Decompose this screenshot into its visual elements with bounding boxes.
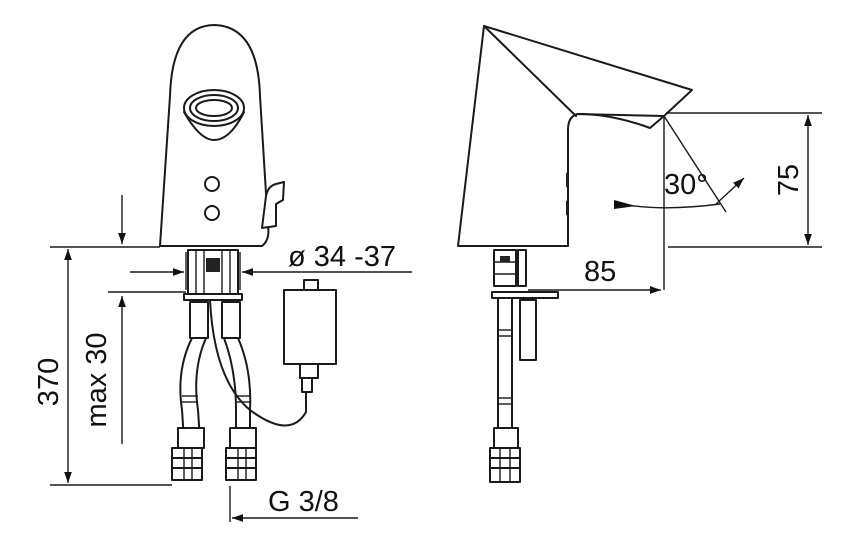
sensor-hole-top bbox=[204, 176, 220, 192]
front-view bbox=[159, 24, 337, 481]
side-dimensions: 85 75 30° bbox=[528, 112, 822, 294]
mounting-plate bbox=[183, 293, 243, 301]
fitting-left bbox=[171, 427, 205, 481]
dim-diameter: ø 34 -37 bbox=[288, 241, 396, 273]
side-plate bbox=[491, 291, 559, 299]
front-body bbox=[159, 24, 270, 247]
dim-spout-75: 75 bbox=[773, 164, 805, 196]
sensor-cable bbox=[209, 299, 307, 427]
side-lever bbox=[261, 181, 285, 229]
dim-reach-85: 85 bbox=[584, 256, 616, 288]
control-box bbox=[283, 289, 337, 365]
dim-angle-30: 30° bbox=[664, 169, 708, 201]
fitting-right bbox=[225, 427, 257, 481]
spout-outlet bbox=[183, 89, 245, 127]
front-dimensions: 370 max 30 ø 34 -37 G 3/8 bbox=[33, 195, 412, 522]
dim-max-30: max 30 bbox=[81, 332, 113, 427]
dim-height-370: 370 bbox=[33, 358, 65, 406]
side-view bbox=[457, 25, 693, 483]
dim-thread: G 3/8 bbox=[268, 486, 339, 518]
side-body bbox=[457, 25, 693, 247]
sensor-hole-bottom bbox=[204, 205, 220, 221]
